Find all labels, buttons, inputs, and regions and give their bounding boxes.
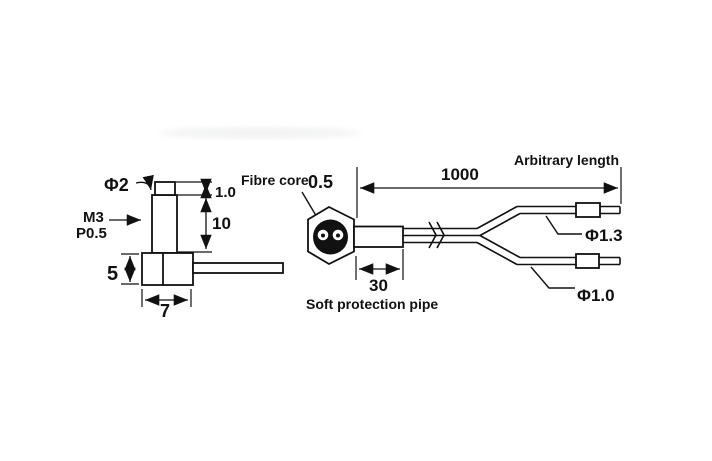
sensor-side-view: Φ2 1.0 10 M3 P0.5 5 7: [76, 174, 284, 321]
lower-branch-diagonal-bottom: [476, 241, 518, 266]
thread-spec-line1: M3: [83, 209, 104, 226]
sensor-tip: [154, 181, 176, 196]
fiber-core-left-center: [321, 233, 325, 238]
fiber-cable-view: 1000 Arbitrary length Φ1.3 Φ1.0: [356, 152, 623, 305]
sensor-base: [141, 252, 194, 286]
upper-branch-ferrule: [575, 202, 601, 218]
lower-branch-leader-line: [530, 266, 575, 289]
tip-height-value: 1.0: [215, 184, 236, 201]
pipe-length-value: 30: [369, 276, 388, 295]
upper-branch-diameter-value: Φ1.3: [585, 226, 623, 245]
upper-branch-diagonal-top: [476, 205, 518, 230]
fibre-core-label: Fibre core: [241, 172, 309, 188]
lower-branch-diameter-value: Φ1.0: [577, 286, 615, 305]
tip-diameter-label: Φ2: [104, 175, 129, 195]
fiber-core-right-center: [336, 233, 340, 238]
lower-branch-diagonal-top: [479, 234, 521, 259]
cable-length-value: 1000: [441, 165, 479, 184]
protection-pipe: [353, 225, 404, 248]
lower-branch-ferrule: [575, 253, 600, 269]
sensor-cable-stub: [192, 262, 284, 274]
base-height-value: 5: [107, 263, 118, 285]
tip-diameter-arrow: [135, 174, 154, 191]
fibre-core-diameter-value: 0.5: [308, 172, 333, 192]
cable-break-chevron-1: [428, 221, 437, 249]
fiber-end-view: Fibre core 0.5 30 Soft protection pipe: [241, 172, 438, 312]
cable-break-chevron-2: [436, 221, 445, 249]
upper-branch-diagonal-bottom: [479, 212, 521, 237]
watermark-smudge: [160, 127, 360, 139]
thread-length-value: 10: [212, 214, 231, 233]
thread-spec-line2: P0.5: [76, 225, 107, 242]
base-width-value: 7: [160, 301, 170, 321]
upper-branch-leader-line: [545, 215, 582, 235]
protection-pipe-label: Soft protection pipe: [306, 296, 438, 312]
sensor-threaded-body: [151, 194, 178, 254]
fiber-bundle: [313, 219, 348, 255]
arbitrary-length-label: Arbitrary length: [514, 152, 619, 168]
